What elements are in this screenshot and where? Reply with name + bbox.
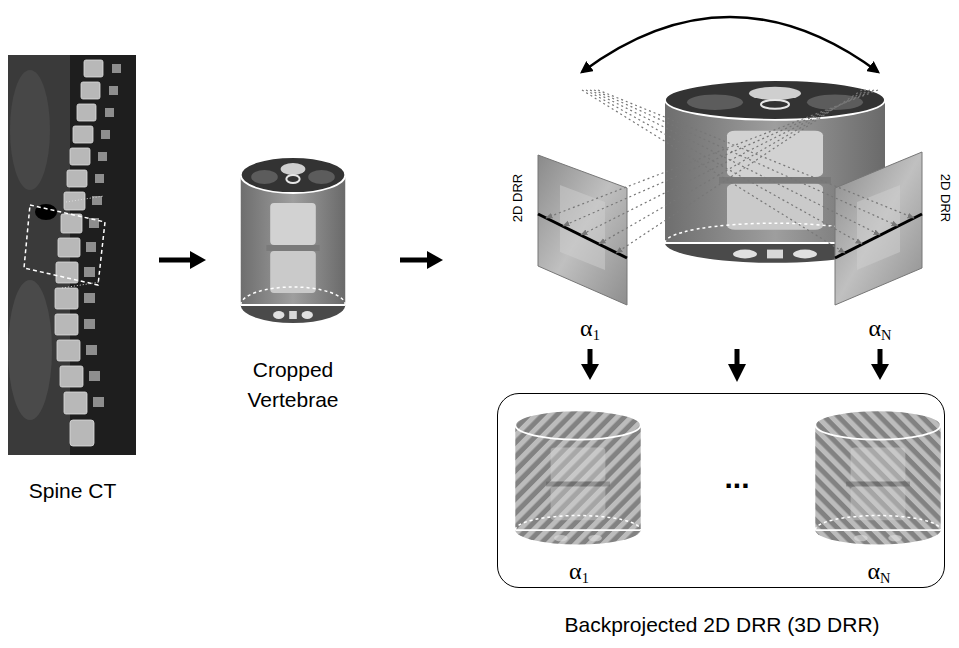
drr-plane-right	[835, 152, 922, 305]
arrow-shaft	[588, 349, 593, 366]
axis-label: 2D DRR	[510, 158, 526, 238]
arrow-shaft	[400, 258, 429, 263]
arrow-head	[427, 251, 443, 269]
flow-arrow	[159, 251, 206, 269]
drr-plane: 2D DRR α1	[505, 150, 635, 345]
volume-cylinder: α1	[516, 406, 642, 586]
flow-arrow	[400, 251, 443, 269]
flow-arrow	[871, 349, 889, 380]
arrow-head	[190, 251, 206, 269]
backprojected-cylinder	[515, 410, 640, 544]
drr-plane: 2D DRR αN	[830, 150, 955, 345]
angle-label: αN	[855, 315, 905, 344]
angle-label: αN	[854, 558, 904, 587]
caption: Backprojected 2D DRR (3D DRR)	[478, 612, 959, 638]
volume-cylinder: αN	[816, 406, 942, 586]
projection-rays	[546, 90, 914, 253]
backprojected-cylinder	[815, 410, 940, 544]
down-arrow	[728, 349, 746, 382]
arrow-head	[581, 364, 599, 380]
spine-ct-image	[8, 55, 136, 455]
angle-label: α1	[565, 315, 615, 344]
group-box: Backprojected 2D DRR (3D DRR)α1αN	[497, 393, 945, 588]
drr-plane-left	[538, 155, 627, 305]
arrow-head	[871, 364, 889, 380]
rotation-arrow	[582, 17, 878, 72]
caption: Spine CT	[8, 478, 137, 504]
cropped-cylinder	[241, 157, 346, 323]
angle-label: α1	[554, 558, 604, 587]
flow-arrow	[581, 349, 599, 380]
ellipsis-label: ...	[697, 460, 777, 496]
caption: Cropped Vertebrae	[236, 355, 350, 415]
image-panel: Spine CT	[8, 55, 137, 510]
image-panel: Cropped Vertebrae	[236, 150, 350, 415]
arrow-shaft	[159, 258, 192, 263]
arrow-shaft	[878, 349, 883, 366]
axis-label: 2D DRR	[937, 158, 953, 238]
